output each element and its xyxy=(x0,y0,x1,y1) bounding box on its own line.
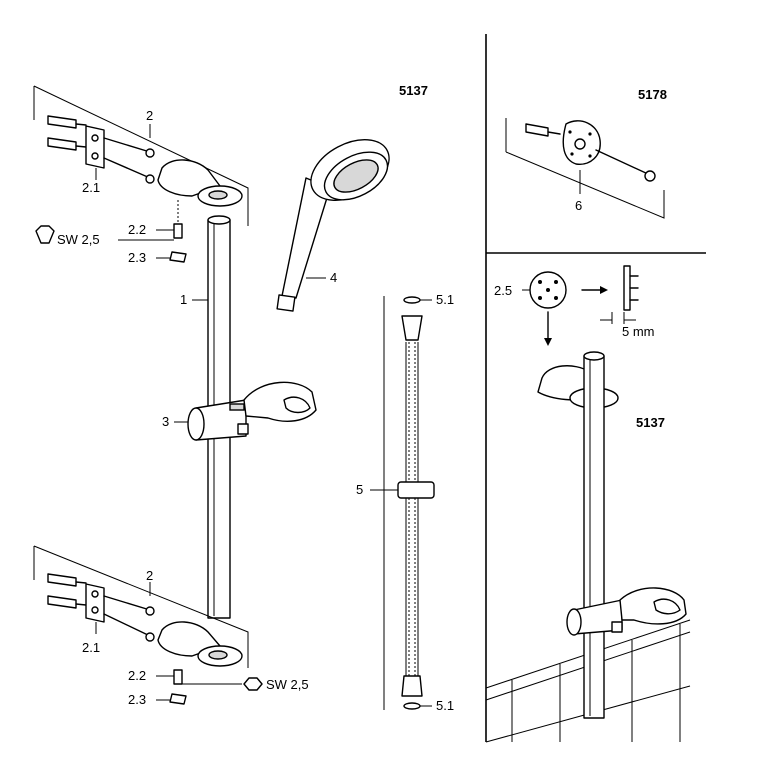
label-5: 5 xyxy=(356,482,363,497)
label-2-top: 2 xyxy=(146,108,153,123)
bottom-wall-mount xyxy=(33,545,249,668)
rosette-profile-icon xyxy=(600,265,639,324)
hex-key-bottom-icon xyxy=(182,677,263,691)
model-label-detail: 5137 xyxy=(636,415,665,430)
slider-icon xyxy=(187,381,317,441)
hand-shower-icon xyxy=(276,139,390,312)
arrow-right-icon xyxy=(581,286,608,294)
arrow-down-icon xyxy=(544,311,552,346)
detail-assembly xyxy=(485,265,691,743)
label-2-1-top: 2.1 xyxy=(82,180,100,195)
bracket-plate-icon xyxy=(85,125,105,169)
label-5-1-bottom: 5.1 xyxy=(436,698,454,713)
screw-icon xyxy=(103,137,155,184)
label-2-1-bottom: 2.1 xyxy=(82,640,100,655)
shower-hose-icon xyxy=(383,296,435,710)
cap-bottom-icon xyxy=(156,693,187,705)
top-wall-mount xyxy=(33,85,249,226)
label-1: 1 xyxy=(180,292,187,307)
grub-screw-bottom-icon xyxy=(156,669,183,685)
grub-screw-top-icon xyxy=(156,223,183,239)
label-2-2-bottom: 2.2 xyxy=(128,668,146,683)
label-2-5: 2.5 xyxy=(494,283,512,298)
label-sw-top: SW 2,5 xyxy=(57,232,100,247)
wall-bracket-5178 xyxy=(505,118,665,219)
cap-top-icon xyxy=(156,251,187,263)
wall-anchor-icon xyxy=(47,115,87,151)
model-label-5178: 5178 xyxy=(638,87,667,102)
label-2-bottom: 2 xyxy=(146,568,153,583)
label-sw-bottom: SW 2,5 xyxy=(266,677,309,692)
label-6: 6 xyxy=(575,198,582,213)
rosette-icon xyxy=(529,271,567,309)
hex-key-top-icon xyxy=(35,225,174,244)
label-4: 4 xyxy=(330,270,337,285)
label-2-3-top: 2.3 xyxy=(128,250,146,265)
label-2-2-top: 2.2 xyxy=(128,222,146,237)
label-2-3-bottom: 2.3 xyxy=(128,692,146,707)
label-dim-5mm: 5 mm xyxy=(622,324,655,339)
model-label-main: 5137 xyxy=(399,83,428,98)
label-3: 3 xyxy=(162,414,169,429)
rail-holder-top-icon xyxy=(157,159,243,207)
label-5-1-top: 5.1 xyxy=(436,292,454,307)
